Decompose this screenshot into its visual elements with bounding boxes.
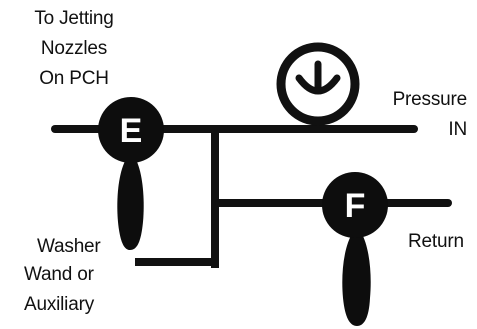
valve-e: E [98, 97, 164, 250]
label-washer-line2: Wand or [24, 264, 94, 285]
valve-f-letter: F [345, 187, 366, 225]
valve-e-handle [117, 156, 144, 250]
valve-f-handle [342, 232, 371, 326]
valve-e-body [98, 97, 164, 163]
label-pressure-line1: Pressure [392, 89, 468, 110]
label-jetting-line2: Nozzles [40, 38, 108, 59]
valve-f: F [322, 172, 388, 326]
label-washer-line3: Auxiliary [24, 294, 94, 315]
valve-e-letter: E [120, 112, 143, 150]
label-jetting-line1: To Jetting [34, 8, 114, 29]
label-pressure-line2: IN [448, 119, 467, 140]
label-return: Return [408, 231, 464, 252]
label-jetting-line3: On PCH [39, 68, 109, 89]
valve-f-body [322, 172, 388, 238]
pressure-gauge-icon [276, 42, 360, 126]
label-washer-line1: Washer [37, 236, 101, 257]
